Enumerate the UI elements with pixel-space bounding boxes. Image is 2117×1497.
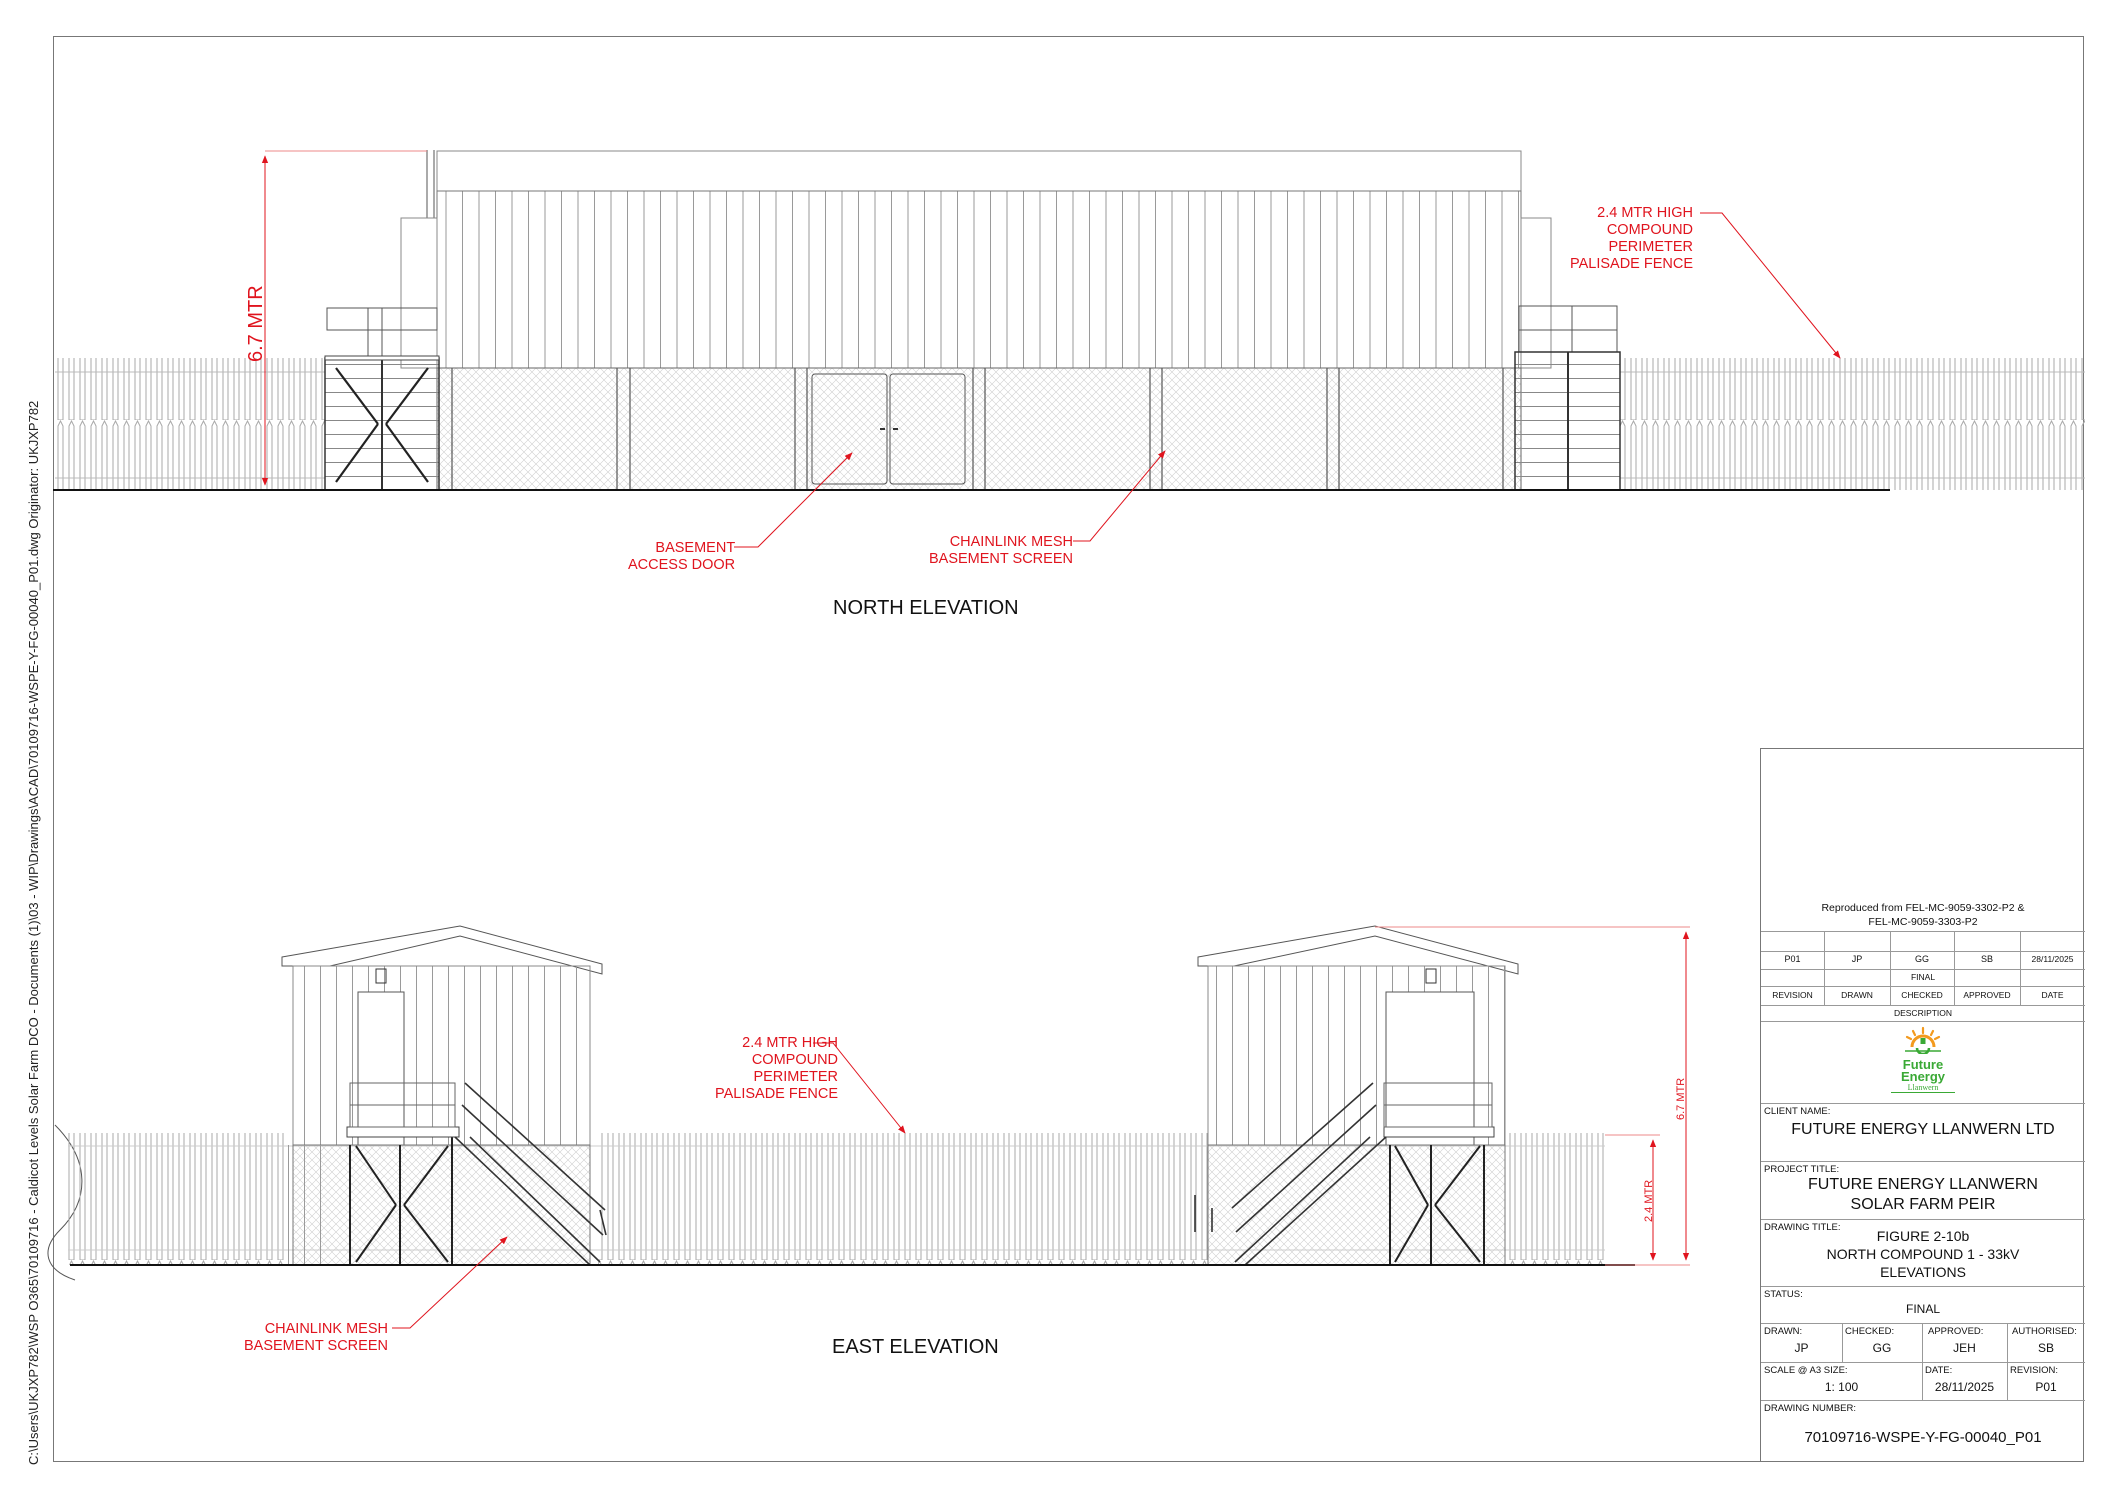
note-line: PALISADE FENCE <box>715 1086 839 1102</box>
rev-drawn: JP <box>1851 954 1863 964</box>
drawing-frame <box>53 36 2084 1462</box>
rev-description: FINAL <box>1910 972 1936 982</box>
note-line: CHAINLINK MESH <box>949 534 1073 550</box>
hdr-drawn: DRAWN <box>1841 990 1873 1000</box>
revision-label: REVISION: <box>2010 1365 2059 1376</box>
authorised-label: AUTHORISED: <box>2012 1326 2077 1337</box>
reproduced-line: FEL-MC-9059-3303-P2 <box>1868 916 1978 928</box>
revision-value: P01 <box>2035 1380 2057 1394</box>
future-energy-logo: Future Energy Llanwern <box>1891 1026 1955 1096</box>
hdr-revision: REVISION <box>1772 990 1813 1000</box>
status-value: FINAL <box>1905 1302 1940 1316</box>
status-label: STATUS: <box>1764 1289 1803 1300</box>
client-name: FUTURE ENERGY LLANWERN LTD <box>1791 1121 2055 1138</box>
hdr-date: DATE <box>2041 990 2064 1000</box>
hdr-description: DESCRIPTION <box>1893 1008 1953 1018</box>
hdr-approved: APPROVED <box>1963 990 2011 1000</box>
logo-energy: Energy <box>1900 1069 1946 1084</box>
drawing-number: 70109716-WSPE-Y-FG-00040_P01 <box>1804 1429 2042 1446</box>
approved-label: APPROVED: <box>1928 1326 1984 1337</box>
note-line: COMPOUND <box>1606 222 1694 238</box>
approved-value: JEH <box>1953 1341 1976 1355</box>
east-elevation-title: EAST ELEVATION <box>832 1336 999 1358</box>
date-label: DATE: <box>1925 1365 1953 1376</box>
reproduced-note: Reproduced from FEL-MC-9059-3302-P2 & FE… <box>1761 901 2085 929</box>
note-line: PALISADE FENCE <box>1570 256 1694 272</box>
note-line: COMPOUND <box>751 1052 839 1068</box>
note-line: PERIMETER <box>1608 239 1694 255</box>
checked-label: CHECKED: <box>1845 1326 1895 1337</box>
drawn-label: DRAWN: <box>1764 1326 1803 1337</box>
note-chainlink-east: CHAINLINK MESH BASEMENT SCREEN <box>244 1321 388 1355</box>
date-value: 28/11/2025 <box>1934 1380 1995 1394</box>
scale-value: 1: 100 <box>1824 1380 1859 1394</box>
note-chainlink-north: CHAINLINK MESH BASEMENT SCREEN <box>929 534 1073 568</box>
project-title: FUTURE ENERGY LLANWERN SOLAR FARM PEIR <box>1761 1175 2085 1215</box>
logo-future: Future <box>1902 1057 1944 1072</box>
note-basement-door: BASEMENT ACCESS DOOR <box>628 540 735 574</box>
north-elevation-title: NORTH ELEVATION <box>833 597 1019 619</box>
drawing-title-line: FIGURE 2-10b <box>1876 1228 1970 1244</box>
rev-checked: GG <box>1914 954 1929 964</box>
logo-llanwern: Llanwern <box>1891 1083 1955 1093</box>
note-line: PERIMETER <box>753 1069 839 1085</box>
drawing-title-line: ELEVATIONS <box>1880 1264 1966 1280</box>
dimension-6-7-east: 6.7 MTR <box>1675 1078 1687 1120</box>
rev-revision: P01 <box>1784 954 1801 964</box>
client-label: CLIENT NAME: <box>1764 1106 1831 1117</box>
authorised-value: SB <box>2037 1341 2054 1355</box>
drawing-title: FIGURE 2-10b NORTH COMPOUND 1 - 33kV ELE… <box>1761 1227 2085 1281</box>
sun-plug-icon <box>1905 1026 1941 1056</box>
project-line: SOLAR FARM PEIR <box>1850 1196 1996 1213</box>
reproduced-line: Reproduced from FEL-MC-9059-3302-P2 & <box>1821 902 2025 914</box>
note-line: BASEMENT <box>655 540 736 556</box>
north-elevation <box>53 150 2085 548</box>
dimension-6-7-north: 6.7 MTR <box>245 285 267 362</box>
project-label: PROJECT TITLE: <box>1764 1164 1840 1175</box>
dimension-2-4-east: 2.4 MTR <box>1643 1180 1655 1222</box>
project-line: FUTURE ENERGY LLANWERN <box>1808 1176 2038 1193</box>
drawing-title-line: NORTH COMPOUND 1 - 33kV <box>1826 1246 2020 1262</box>
note-fence-east: 2.4 MTR HIGH COMPOUND PERIMETER PALISADE… <box>715 1035 838 1103</box>
note-line: 2.4 MTR HIGH <box>1597 205 1694 221</box>
checked-value: GG <box>1872 1341 1892 1355</box>
note-line: BASEMENT SCREEN <box>244 1338 388 1354</box>
hdr-checked: CHECKED <box>1901 990 1943 1000</box>
drawing-title-label: DRAWING TITLE: <box>1764 1222 1841 1233</box>
east-elevation <box>47 925 1690 1329</box>
note-line: ACCESS DOOR <box>628 557 736 573</box>
title-block: Reproduced from FEL-MC-9059-3302-P2 & FE… <box>1760 748 2085 1462</box>
note-line: BASEMENT SCREEN <box>929 551 1073 567</box>
rev-date: 28/11/2025 <box>2031 954 2074 964</box>
drawn-value: JP <box>1794 1341 1809 1355</box>
note-line: CHAINLINK MESH <box>264 1321 388 1337</box>
drawing-number-label: DRAWING NUMBER: <box>1764 1403 1857 1414</box>
rev-approved: SB <box>1980 954 1993 964</box>
note-fence-north: 2.4 MTR HIGH COMPOUND PERIMETER PALISADE… <box>1570 205 1693 273</box>
scale-label: SCALE @ A3 SIZE: <box>1764 1365 1848 1376</box>
note-line: 2.4 MTR HIGH <box>742 1035 839 1051</box>
